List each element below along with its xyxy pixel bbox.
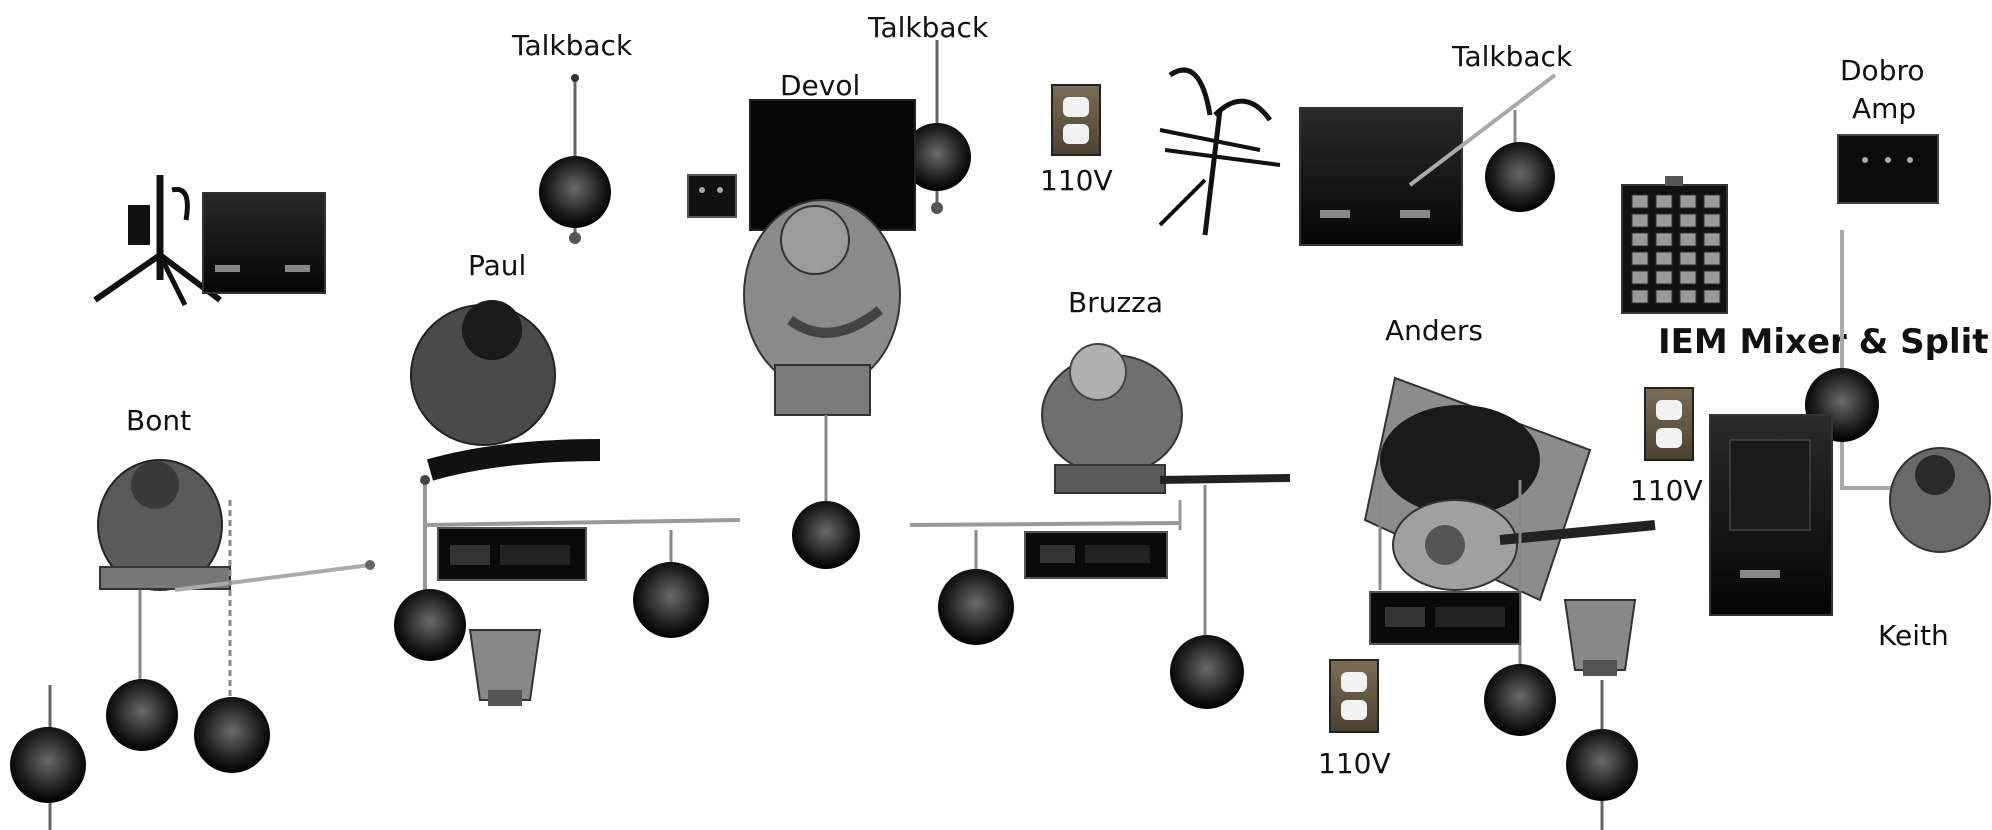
musician-bruzza: [1041, 343, 1291, 494]
musician-paul: [410, 300, 601, 481]
monitor-wedge-bruzza-left: [938, 530, 1014, 645]
stage-box-jack: [1703, 251, 1721, 266]
monitor-wedge-bottom-right: [1566, 680, 1638, 830]
musician-label-bont: Bont: [126, 404, 191, 437]
power-outlet-3: [1329, 659, 1379, 733]
monitor-wedge-devol: [792, 415, 860, 569]
power-outlet-1: [1051, 84, 1101, 156]
musician-label-bruzza: Bruzza: [1068, 286, 1163, 319]
dobro-amp-label-line1: Dobro: [1840, 54, 1925, 87]
iem-mixer-label: IEM Mixer & Split: [1658, 322, 1989, 362]
stage-box-jack: [1679, 270, 1697, 285]
monitor-wedge-bont-1: [106, 679, 178, 751]
stage-box-jack: [1703, 270, 1721, 285]
outlet-voltage-label-3: 110V: [1318, 747, 1391, 780]
stage-box: [1621, 176, 1728, 314]
stage-box-jack: [1655, 232, 1673, 247]
guitar-stand-left: [93, 175, 222, 307]
stage-box-jack: [1679, 232, 1697, 247]
gear-case-left: [202, 192, 326, 294]
talkback-label-3: Talkback: [1451, 40, 1573, 73]
talkback-mic-3: [1408, 73, 1557, 212]
pedalboard-paul: [437, 527, 587, 581]
stage-box-jack: [1655, 251, 1673, 266]
monitor-wedge-paul-left: [394, 589, 466, 661]
outlet-voltage-label-1: 110V: [1040, 164, 1113, 197]
gear-case-center: [1299, 107, 1463, 246]
stage-box-jack: [1703, 232, 1721, 247]
outlet-voltage-label-2: 110V: [1630, 474, 1703, 507]
talkback-label-2: Talkback: [867, 11, 989, 44]
monitor-wedge-anders: [1484, 664, 1556, 736]
stage-box-jack: [1679, 194, 1697, 209]
stage-box-jack: [1631, 232, 1649, 247]
dobro-amp: [1837, 134, 1939, 204]
stage-box-jack: [1631, 289, 1649, 304]
pedalboard-bruzza: [1024, 531, 1168, 579]
monitor-wedge-bruzza-right: [1170, 635, 1244, 709]
monitor-wedge-bottom-left: [10, 685, 86, 830]
dobro-amp-label-line2: Amp: [1852, 92, 1916, 125]
monitor-wedge-bont-2: [194, 697, 270, 773]
musician-label-paul: Paul: [468, 249, 526, 282]
musician-keith: [1889, 447, 1991, 553]
talkback-label-1: Talkback: [511, 29, 633, 62]
stage-box-jack: [1631, 194, 1649, 209]
musician-anders: [1380, 405, 1656, 591]
musician-devol: [743, 199, 901, 416]
iem-mixer-rack: [1709, 414, 1833, 616]
stage-box-jack: [1655, 194, 1673, 209]
stage-box-jack: [1655, 270, 1673, 285]
stage-box-jack: [1631, 251, 1649, 266]
music-stand: [1158, 67, 1281, 236]
stage-box-jack: [1655, 213, 1673, 228]
mic-stand-bont: [138, 500, 375, 700]
stage-box-jack: [1631, 270, 1649, 285]
stage-box-jack: [1703, 289, 1721, 304]
power-outlet-2: [1644, 387, 1694, 461]
effects-box-devol: [687, 174, 737, 218]
pedalboard-anders: [1369, 591, 1521, 645]
musician-label-keith: Keith: [1878, 619, 1949, 652]
stage-box-jack: [1655, 289, 1673, 304]
musician-label-anders: Anders: [1385, 314, 1483, 347]
musician-label-devol: Devol: [780, 69, 860, 102]
stage-box-jack: [1703, 194, 1721, 209]
stage-box-jack: [1703, 213, 1721, 228]
monitor-wedge-paul-right: [633, 530, 709, 638]
talkback-mic-1: [539, 74, 611, 244]
mic-stand-anders: [1378, 480, 1522, 690]
talkback-mic-2: [903, 40, 971, 214]
stage-box-jack: [1631, 213, 1649, 228]
stage-box-jack: [1679, 289, 1697, 304]
stage-box-jack: [1679, 213, 1697, 228]
speaker-paul: [468, 629, 542, 706]
speaker-anders: [1563, 599, 1637, 676]
stage-box-jack: [1679, 251, 1697, 266]
musician-bont: [97, 459, 231, 591]
